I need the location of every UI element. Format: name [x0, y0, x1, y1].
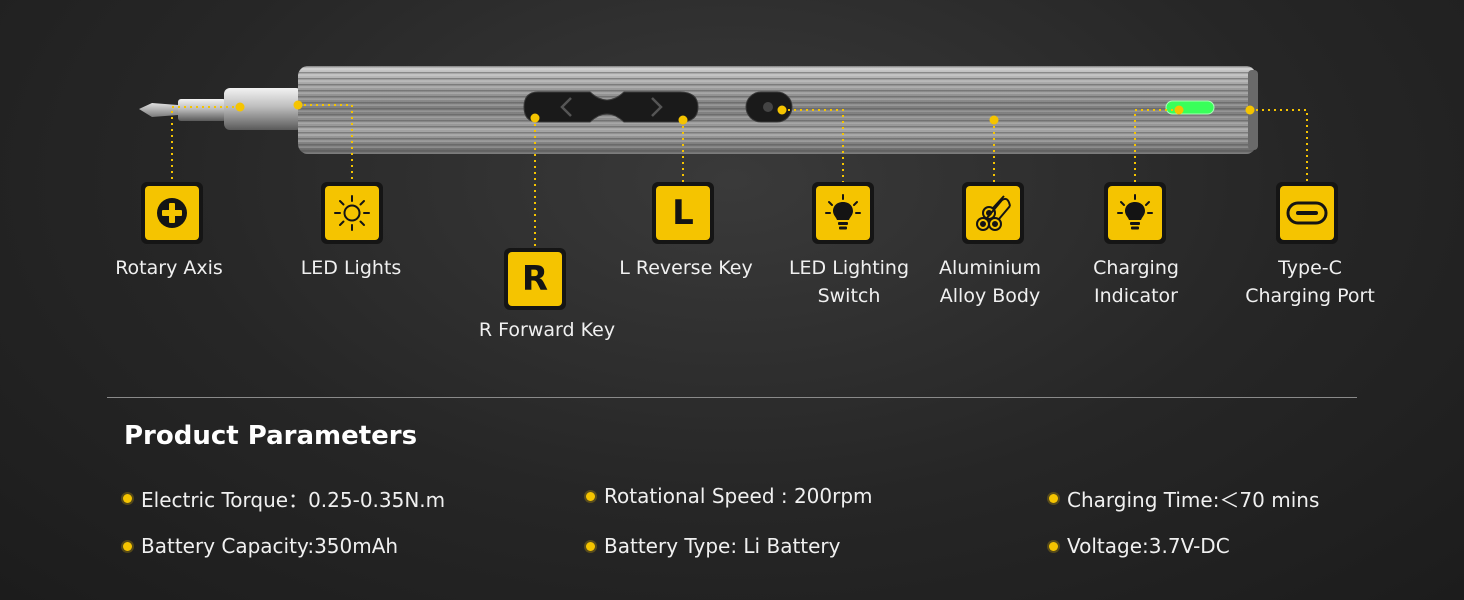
param-electric-torque: Electric Torque：0.25-0.35N.m — [123, 484, 445, 513]
bullet-icon — [586, 541, 595, 551]
charging-indicator-badge — [1104, 182, 1166, 244]
light-bulb-icon — [1117, 194, 1153, 230]
letter-l-icon: L — [656, 186, 710, 240]
leader-type-c — [1250, 109, 1308, 182]
leader-lines — [171, 104, 1308, 248]
sun-icon — [334, 195, 370, 231]
bullet-icon — [123, 494, 132, 503]
l-reverse-key-label: L Reverse Key — [619, 257, 753, 279]
plus-circle-icon — [157, 198, 187, 228]
led-lights-label: LED Lights — [300, 257, 402, 279]
led-lights-badge — [321, 182, 383, 244]
letter-r-icon: R — [508, 252, 562, 306]
bullet-icon — [586, 491, 595, 501]
leader-charging-indicator — [1134, 109, 1179, 182]
chevron-left-icon — [560, 97, 572, 117]
bit-collar — [178, 99, 226, 121]
leader-light-switch — [782, 109, 844, 182]
led-lighting-switch-label: LED Lighting Switch — [788, 257, 910, 307]
params-title: Product Parameters — [124, 421, 418, 451]
param-voltage: Voltage:3.7V-DC — [1049, 534, 1230, 558]
screwdriver-diagram — [139, 66, 1308, 248]
r-forward-key-label: R Forward Key — [478, 319, 616, 341]
rotary-axis-label: Rotary Axis — [115, 257, 223, 279]
r-forward-key-badge: R — [504, 248, 566, 310]
charging-indicator-label: Charging Indicator — [1093, 257, 1179, 307]
screwdriver-bit — [139, 103, 178, 117]
param-charging-time: Charging Time:＜70 mins — [1049, 484, 1319, 513]
charging-indicator-led — [1165, 100, 1215, 115]
rotary-axis-badge — [141, 182, 203, 244]
type-c-port-label: Type-C Charging Port — [1245, 257, 1375, 307]
param-battery-capacity: Battery Capacity:350mAh — [123, 534, 398, 558]
bullet-icon — [123, 541, 132, 551]
section-divider — [107, 397, 1357, 398]
bullet-icon — [1049, 494, 1058, 503]
param-battery-type: Battery Type: Li Battery — [586, 534, 841, 558]
led-lighting-switch-badge — [812, 182, 874, 244]
screwdriver-body — [139, 66, 1258, 154]
chevron-right-icon — [651, 97, 663, 117]
aluminium-rods-icon — [976, 195, 1011, 231]
type-c-port-badge — [1276, 182, 1338, 244]
leader-anchor-dots — [235, 100, 1255, 125]
leader-rotary-axis — [171, 106, 240, 182]
aluminium-alloy-body-label: Aluminium Alloy Body — [939, 257, 1041, 307]
chuck — [224, 88, 302, 130]
usb-c-port-icon — [1286, 201, 1328, 225]
aluminium-alloy-body-badge — [962, 182, 1024, 244]
light-bulb-icon — [825, 194, 861, 230]
param-rotational-speed: Rotational Speed : 200rpm — [586, 484, 873, 508]
bullet-icon — [1049, 541, 1058, 551]
l-reverse-key-badge: L — [652, 182, 714, 244]
leader-led-lights — [298, 104, 353, 182]
